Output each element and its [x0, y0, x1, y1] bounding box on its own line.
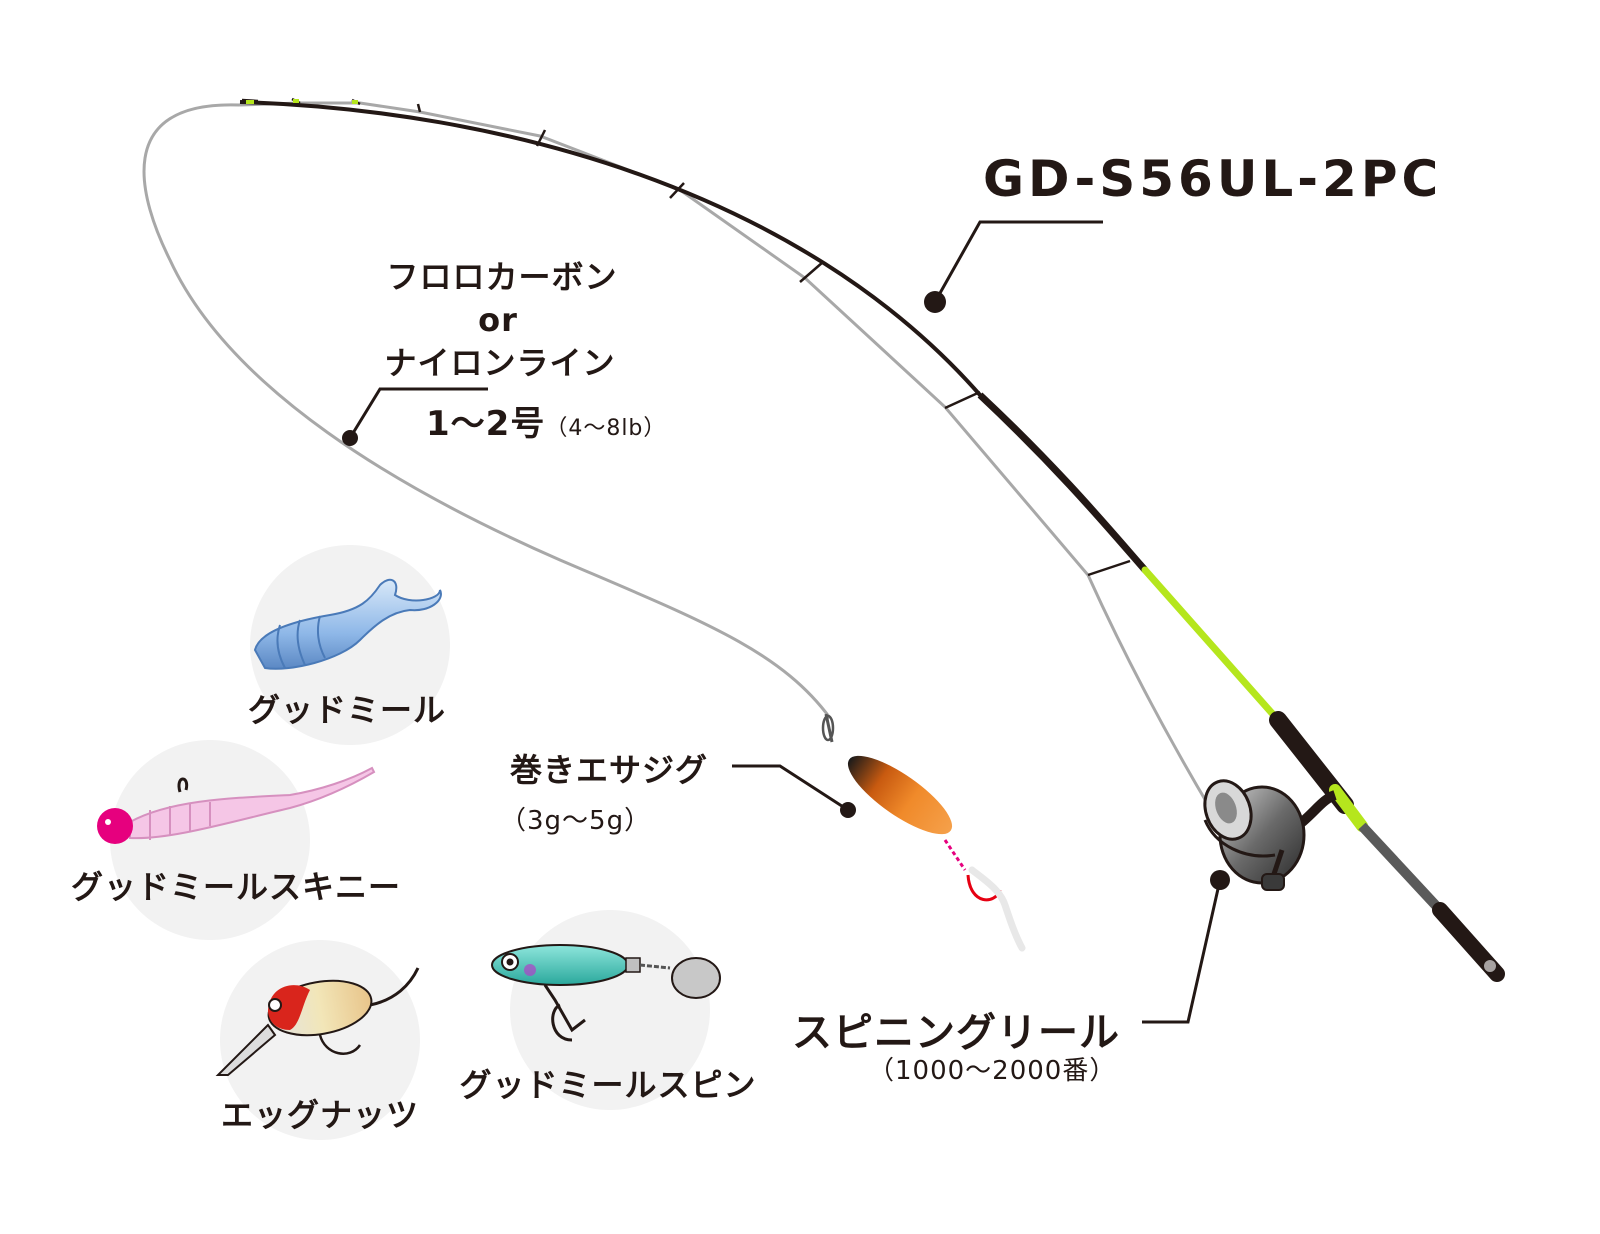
skinny-label: グッドミールスキニー [70, 868, 402, 906]
spinning-reel [1203, 779, 1338, 891]
reel-handle-knob [1261, 873, 1285, 891]
line-size-label: 1～2号（4～8lb） [426, 396, 666, 445]
spin-label: グッドミールスピン [459, 1066, 757, 1104]
lure-backgrounds [110, 545, 710, 1140]
rod-model-label: GD-S56UL-2PC [983, 150, 1443, 208]
skinny-lure [97, 766, 376, 844]
jig-name-label: 巻きエサジグ [510, 751, 709, 789]
line-size-sub: （4～8lb） [545, 416, 667, 441]
line-callout-dot [342, 430, 358, 446]
goodmeal-lure [253, 578, 442, 670]
jig-bait [968, 866, 1026, 952]
callout-dots [342, 291, 1230, 890]
reel-spool-inner [1215, 792, 1237, 824]
line-outer-loop [142, 103, 832, 719]
reel-name-label: スピニングリール [792, 1010, 1120, 1056]
reel-size-label: （1000～2000番） [868, 1056, 1117, 1086]
jig-hook-chain [943, 839, 967, 871]
jig-callout-dot [840, 802, 856, 818]
skinny-bg-circle [110, 740, 310, 940]
eggnuts-lure [215, 967, 420, 1076]
reel-callout-line [1142, 879, 1222, 1024]
rod-butt-accent [1141, 566, 1282, 724]
line-type-label-2: or [478, 301, 518, 339]
line-type-label-3: ナイロンライン [384, 344, 616, 382]
line-size-main: 1～2号 [426, 404, 546, 444]
line-callout-line [348, 387, 488, 439]
eggnuts-label: エッグナッツ [220, 1096, 420, 1134]
jig-lure [821, 713, 1026, 952]
jig-callout-line [732, 764, 849, 812]
jig-snap-ring [821, 714, 835, 742]
fishing-rod [239, 97, 1505, 982]
rod-blank-thick [977, 392, 1148, 573]
rod-reel-seat [1329, 784, 1368, 832]
rod-guides [241, 97, 1131, 577]
line-type-label-1: フロロカーボン [386, 258, 618, 296]
rod-tip-markers [246, 99, 358, 104]
rod-callout-line [933, 220, 1103, 303]
rod-callout-dot [924, 291, 946, 313]
reel-bail [1203, 819, 1276, 858]
jig-body [847, 755, 953, 835]
rod-butt-shaft [1358, 822, 1444, 914]
callout-lines [348, 220, 1222, 1024]
eggnuts-bg-circle [220, 940, 420, 1140]
jig-weight-label: （3g～5g） [500, 806, 652, 836]
spin-lure [491, 944, 721, 1042]
reel-callout-dot [1210, 870, 1230, 890]
goodmeal-label: グッドミール [247, 691, 447, 729]
rod-end-cap [1484, 960, 1496, 972]
